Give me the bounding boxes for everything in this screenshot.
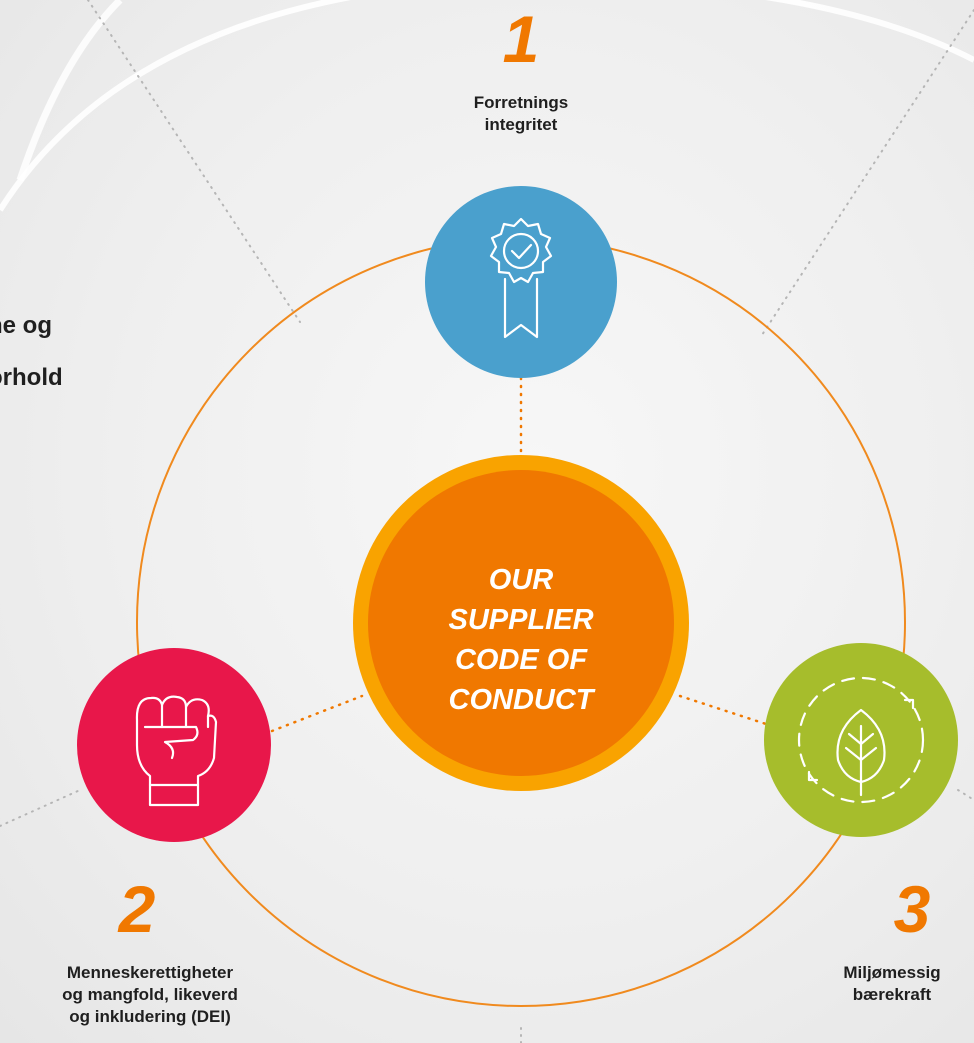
pillar-2-label: Menneskerettigheter og mangfold, likever… [62, 963, 238, 1027]
pillar-2-number: 2 [118, 872, 156, 946]
guide-line-right [957, 789, 974, 801]
pillar-1-label: Forretnings integritet [473, 93, 569, 135]
background-swoosh-arc [0, 0, 974, 212]
pillar-2-circle[interactable] [77, 648, 271, 842]
guide-line-top-left [87, 0, 301, 323]
raised-fist-icon [135, 695, 218, 807]
center-title: OUR SUPPLIER CODE OF CONDUCT [448, 563, 594, 717]
connector-right [678, 694, 768, 726]
pillar-3-label: Miljømessig bærekraft [843, 963, 941, 1005]
background-swoosh-arc [16, 0, 123, 182]
center-inner-circle [368, 470, 674, 776]
pillar-1-number: 1 [502, 2, 540, 76]
leaf-cycle-icon [797, 676, 925, 804]
connector-left [270, 694, 364, 733]
award-ribbon-check-icon [489, 217, 553, 339]
guide-line-top-right [759, 9, 974, 339]
pillar-3-number: 3 [893, 872, 931, 946]
side-heading-line-2: orhold [0, 364, 63, 391]
side-heading-line-1: ne og [0, 312, 52, 339]
pillar-1-circle[interactable] [425, 186, 617, 378]
guide-line-left [0, 789, 81, 827]
